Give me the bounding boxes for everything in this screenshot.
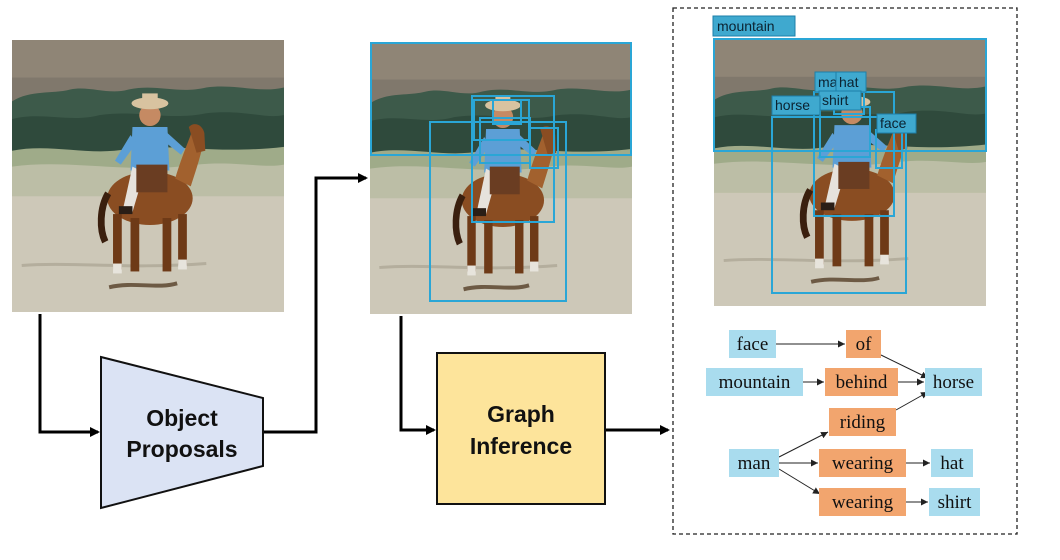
proposal-box <box>370 42 632 156</box>
edge-man-wearing-2 <box>778 468 821 495</box>
graph-inference-line2: Inference <box>470 433 572 459</box>
graph-node-horse: horse <box>925 368 982 396</box>
label-face-text: face <box>880 115 907 131</box>
label-mountain-text: mountain <box>717 18 775 34</box>
graph-node-face-text: face <box>737 334 769 355</box>
detections-image: mountain man hat shirt horse face <box>712 15 987 306</box>
graph-relation-riding: riding <box>829 408 896 436</box>
proposal-box <box>492 99 522 125</box>
object-proposals-line1: Object <box>146 405 218 431</box>
label-horse-text: horse <box>775 97 810 113</box>
graph-node-shirt-text: shirt <box>938 492 973 513</box>
graph-node-hat-text: hat <box>940 453 964 474</box>
label-shirt: shirt <box>818 90 862 111</box>
graph-relation-behind-text: behind <box>836 372 888 393</box>
graph-relation-of: of <box>846 330 881 358</box>
graph-node-mountain: mountain <box>706 368 803 396</box>
proposal-box <box>471 95 555 223</box>
flow-arrow-proposals-to-image <box>263 173 368 434</box>
graph-node-shirt: shirt <box>929 488 980 516</box>
label-face: face <box>876 113 917 134</box>
graph-node-man-text: man <box>738 453 771 474</box>
edge-of-horse <box>880 354 929 379</box>
graph-node-face: face <box>729 330 776 358</box>
graph-inference-block: Graph Inference <box>436 352 606 505</box>
scene-graph: face mountain horse man hat shirt of <box>706 330 982 516</box>
proposals-image <box>370 42 632 314</box>
object-proposals-block: Object Proposals <box>100 355 264 510</box>
graph-node-mountain-text: mountain <box>719 372 791 393</box>
edge-man-riding <box>778 431 829 458</box>
label-horse: horse <box>771 95 821 116</box>
graph-relation-riding-text: riding <box>840 412 886 433</box>
label-hat: hat <box>835 71 867 93</box>
graph-inference-line1: Graph <box>487 401 555 427</box>
graph-node-horse-text: horse <box>933 372 974 393</box>
graph-relation-wearing-hat: wearing <box>819 449 906 477</box>
graph-node-man: man <box>729 449 779 477</box>
proposal-box <box>529 127 559 169</box>
graph-relation-wearing-shirt: wearing <box>819 488 906 516</box>
label-shirt-text: shirt <box>822 92 849 108</box>
proposal-box <box>429 121 567 302</box>
graph-relation-wearing-shirt-text: wearing <box>832 492 894 513</box>
graph-relation-wearing-hat-text: wearing <box>832 453 894 474</box>
detection-box-mountain <box>713 38 987 152</box>
label-hat-text: hat <box>839 74 859 90</box>
graph-relation-of-text: of <box>856 334 873 355</box>
flow-arrow-image-to-proposals <box>38 314 100 437</box>
graph-relation-behind: behind <box>825 368 898 396</box>
object-proposals-line2: Proposals <box>126 436 237 462</box>
flow-arrow-image-to-inference <box>399 316 436 435</box>
proposal-boxes <box>370 42 632 302</box>
detection-box-horse <box>771 116 907 294</box>
edge-riding-horse <box>895 391 929 411</box>
label-mountain: mountain <box>712 15 796 37</box>
input-image <box>12 40 284 312</box>
graph-node-hat: hat <box>931 449 973 477</box>
output-panel <box>672 7 1018 535</box>
